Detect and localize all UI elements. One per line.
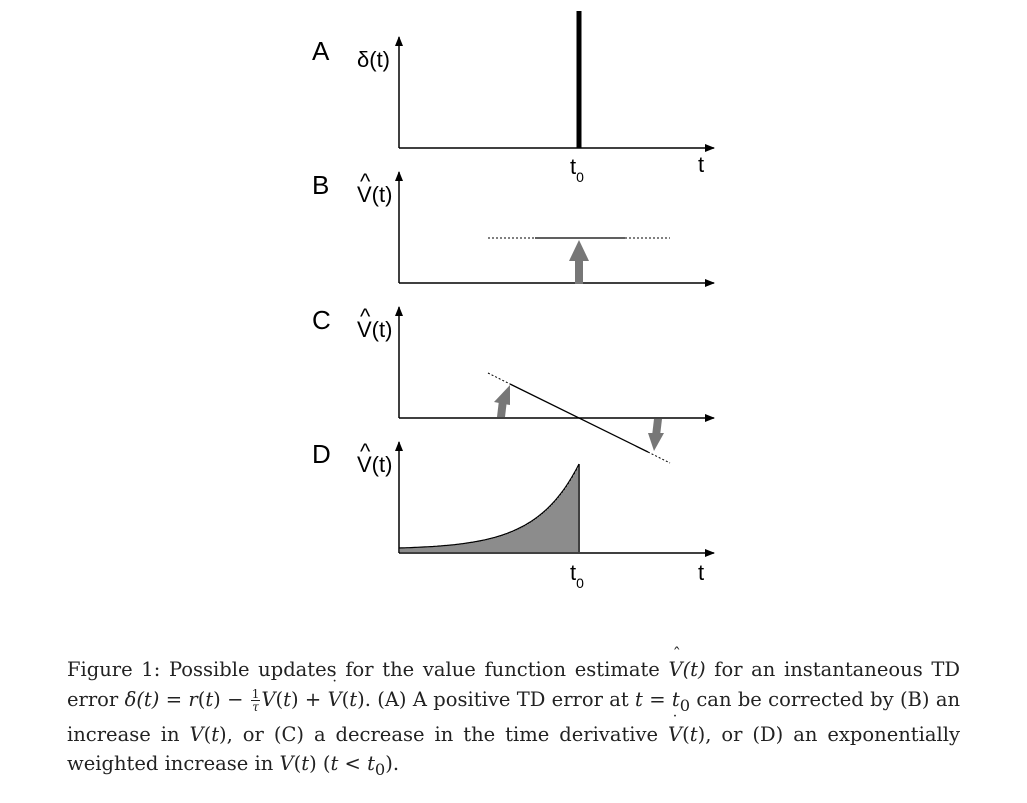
panel-c-right-arrow [648, 419, 664, 451]
caption-part-7: . [392, 752, 400, 776]
caption-part-3: . (A) A positive TD error at [364, 687, 629, 711]
panel-d-xlabel: t [698, 560, 704, 585]
caption-part-5: , or (C) a decrease in the time derivati… [226, 722, 659, 746]
panel-b-hat: ^ [360, 169, 371, 194]
caption-part-1: Possible updates for the value function … [168, 658, 660, 681]
panel-c-dotted-left [487, 372, 511, 385]
panel-d-exponential-hatch [398, 464, 580, 552]
panel-d-ylabel: V(t) [357, 452, 392, 477]
panel-b-ylabel: V(t) [357, 182, 392, 207]
panel-d-exponential-curve [398, 463, 580, 549]
panel-c-slope [509, 383, 649, 453]
panel-b: B V(t) ^ [312, 169, 715, 287]
panel-a-xlabel: t [698, 152, 704, 177]
panel-c-ylabel: V(t) [357, 317, 392, 342]
panel-b-update-arrow [569, 240, 589, 284]
caption-part-2: for an instantaneous TD error [67, 658, 960, 711]
panel-c-dotted-right [647, 451, 671, 464]
panel-d: D V(t) ^ t0 t [312, 439, 715, 591]
panel-d-hat: ^ [360, 439, 371, 464]
panel-letter-d: D [312, 439, 331, 469]
figure-caption: Figure 1: Possible updates for the value… [67, 641, 961, 785]
panel-c: C V(t) ^ [312, 304, 715, 464]
caption-part-4: can be corrected by (B) an increase in [67, 687, 961, 746]
caption-figure-label: Figure 1: [67, 658, 161, 681]
panel-letter-c: C [312, 305, 331, 335]
figure-1: A δ(t) t0 t B V(t) ^ C V(t) ^ [312, 11, 715, 591]
panel-d-t0-label: t0 [570, 560, 584, 591]
panel-c-left-arrow [494, 385, 510, 417]
panel-a-ylabel: δ(t) [357, 47, 390, 72]
panel-letter-a: A [312, 36, 330, 66]
panel-letter-b: B [312, 170, 329, 200]
panel-a-t0-label: t0 [570, 154, 584, 185]
caption-part-6: , or (D) an exponentially weighted incre… [67, 722, 960, 776]
panel-c-hat: ^ [360, 304, 371, 329]
panel-a: A δ(t) t0 t [312, 11, 715, 185]
